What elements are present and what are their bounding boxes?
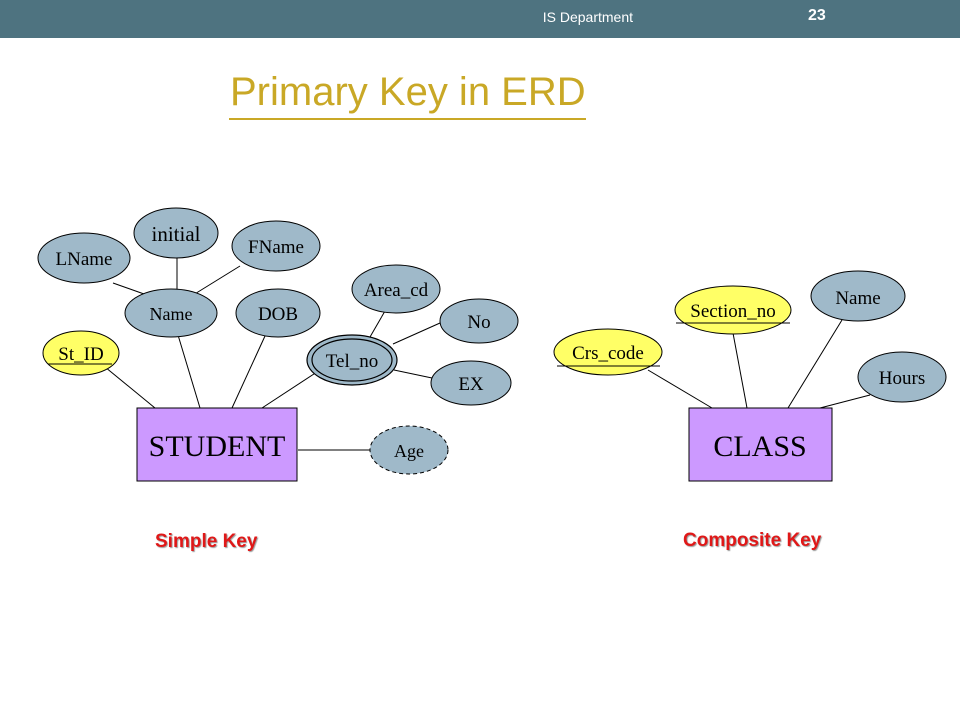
simple-key-caption: Simple Key [155,531,258,552]
svg-text:Crs_code: Crs_code [572,343,644,364]
attribute-hours: Hours [857,351,947,403]
connector-sectionno-entity [732,332,748,409]
attribute-dob: DOB [235,288,321,338]
connector-dob-entity [231,335,266,409]
svg-text:Hours: Hours [879,368,925,389]
svg-text:STUDENT: STUDENT [149,430,286,463]
svg-text:Name: Name [150,304,193,324]
department-label: IS Department [542,9,633,25]
attribute-stid-key: St_ID [42,330,120,376]
connector-crscode-entity [647,369,713,409]
class-connectors [647,319,871,409]
attribute-no: No [439,298,519,344]
svg-text:Tel_no: Tel_no [326,351,379,372]
svg-text:LName: LName [56,249,113,270]
svg-text:EX: EX [458,374,484,395]
attribute-areacd: Area_cd [351,264,441,314]
connector-name-entity [787,319,843,409]
connector-name-entity [177,334,201,409]
page-title: Primary Key in ERD [230,70,586,114]
svg-text:DOB: DOB [258,304,298,325]
attribute-age-derived: Age [369,425,449,475]
connector-ex-telno [393,369,433,379]
attribute-class-name: Name [810,270,906,322]
attribute-ex: EX [430,360,512,406]
attribute-name: Name [124,288,218,338]
composite-key-caption: Composite Key [683,530,822,551]
svg-text:Area_cd: Area_cd [364,280,429,301]
title-underline [229,118,586,120]
svg-text:St_ID: St_ID [58,344,103,365]
page-number: 23 [808,7,826,24]
entity-class: CLASS [688,407,833,482]
connector-telno-entity [261,369,321,409]
attribute-sectionno-key: Section_no [674,285,792,335]
svg-text:Name: Name [835,288,880,309]
svg-text:initial: initial [152,222,201,246]
connector-no-telno [392,322,441,345]
svg-text:Age: Age [394,441,424,461]
attribute-fname: FName [231,220,321,272]
connector-stid-entity [104,366,156,409]
entity-student: STUDENT [136,407,298,482]
attribute-crscode-key: Crs_code [553,328,663,376]
svg-text:No: No [467,312,490,333]
connector-hours-entity [819,394,871,409]
attribute-telno-composite: Tel_no [306,334,398,386]
connector-areacd-telno [369,310,386,338]
svg-text:FName: FName [248,237,304,258]
attribute-initial: initial [133,207,219,259]
svg-text:Section_no: Section_no [690,301,776,322]
header-bar [0,0,960,38]
attribute-lname: LName [37,232,131,284]
svg-text:CLASS: CLASS [713,430,806,463]
